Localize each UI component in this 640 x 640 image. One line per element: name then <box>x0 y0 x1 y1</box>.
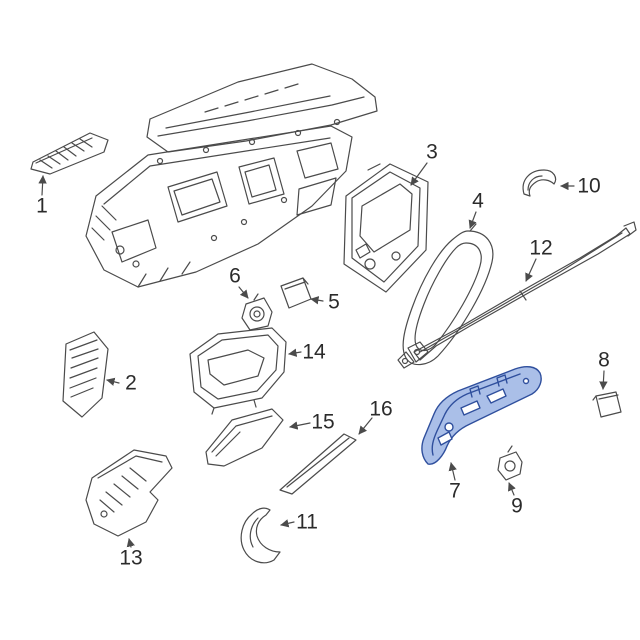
part-13-lower-panel <box>85 449 173 537</box>
callout-arrow-9 <box>508 482 516 496</box>
callout-arrow-12 <box>525 258 537 282</box>
part-12-trim-strip <box>407 221 637 363</box>
part-5-switch-blank-panel <box>280 277 312 309</box>
callout-label-13: 13 <box>119 546 143 570</box>
part-15-bolster-trim <box>205 408 284 467</box>
callout-arrow-8 <box>599 370 608 390</box>
callout-arrow-15 <box>289 421 311 430</box>
callout-label-12: 12 <box>529 236 553 260</box>
callout-arrow-11 <box>280 519 295 528</box>
part-8-blank-cover <box>592 391 622 418</box>
callout-arrow-3 <box>410 162 428 186</box>
callout-label-15: 15 <box>311 410 335 434</box>
part-3-center-stack-panel <box>343 163 429 293</box>
part-instrument-panel-assembly <box>85 63 378 288</box>
callout-arrow-2 <box>106 377 120 386</box>
callout-label-16: 16 <box>369 397 393 421</box>
callout-label-14: 14 <box>302 340 326 364</box>
callout-arrow-6 <box>238 286 249 299</box>
callout-label-4: 4 <box>472 189 484 213</box>
callout-label-2: 2 <box>125 371 137 395</box>
part-2-side-vent-panel <box>62 331 109 418</box>
part-16-molding-strip <box>279 433 357 495</box>
callout-arrow-13 <box>126 538 135 548</box>
callout-arrow-14 <box>288 348 302 357</box>
part-9-clip-bracket <box>497 445 523 481</box>
part-7-lower-trim-panel-highlighted <box>421 365 542 465</box>
callout-label-3: 3 <box>426 140 438 164</box>
callout-label-10: 10 <box>577 174 601 198</box>
callout-label-1: 1 <box>36 194 48 218</box>
callout-label-6: 6 <box>229 264 241 288</box>
part-11-column-collar <box>240 507 281 564</box>
callout-label-11: 11 <box>296 510 318 534</box>
part-14-cluster-hood <box>189 327 287 415</box>
callout-arrow-1 <box>38 175 47 196</box>
callout-label-5: 5 <box>328 290 340 314</box>
callout-arrow-7 <box>448 462 457 481</box>
callout-label-8: 8 <box>598 348 610 372</box>
callout-label-9: 9 <box>511 494 523 518</box>
callout-label-7: 7 <box>449 479 461 503</box>
callout-arrow-4 <box>468 211 477 229</box>
part-10-corner-cap <box>522 169 557 197</box>
callout-arrows <box>38 162 608 548</box>
callout-arrow-16 <box>358 417 373 435</box>
callout-arrow-5 <box>310 296 324 305</box>
part-1-side-bracket <box>30 132 109 175</box>
diagram-lines <box>30 63 637 564</box>
part-6-trim-ring <box>241 293 273 331</box>
